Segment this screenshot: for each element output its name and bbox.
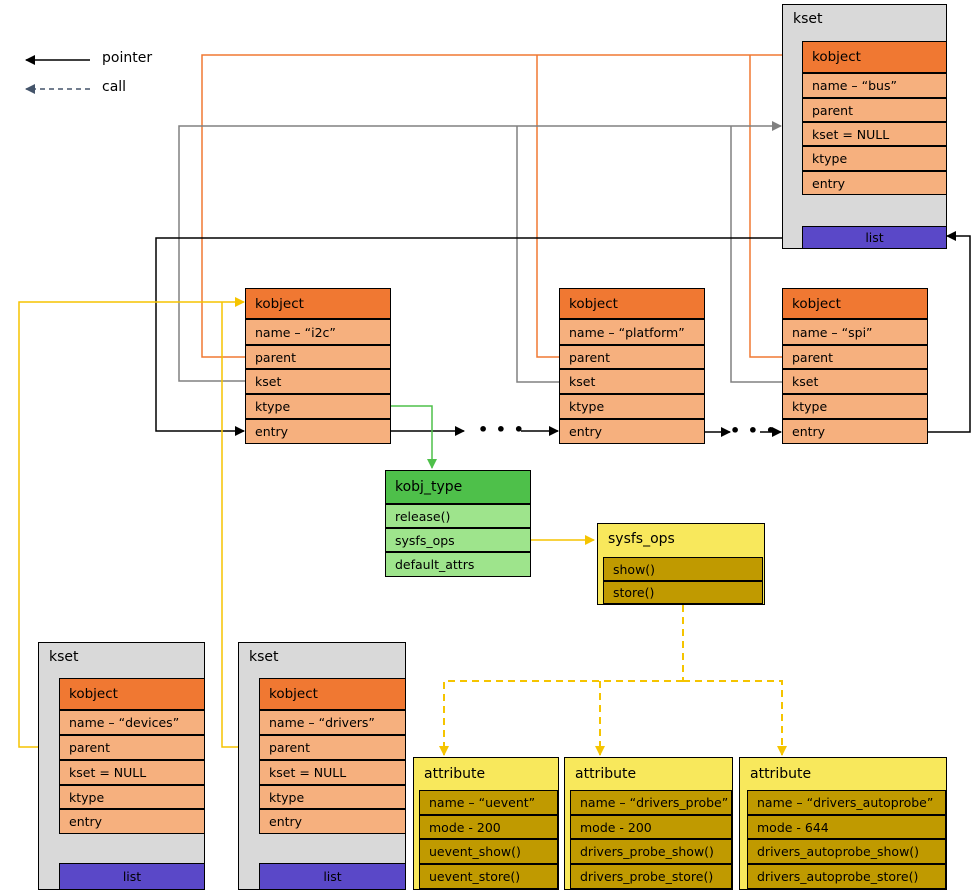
bus-list-field: list xyxy=(802,226,947,249)
i2c-field-name: name – “i2c” xyxy=(245,319,391,345)
spi-field-ktype: ktype xyxy=(782,394,928,419)
i2c-field-kset: kset xyxy=(245,369,391,394)
sysfs-ops-title: sysfs_ops xyxy=(608,531,675,547)
platform-kset-pointer xyxy=(516,126,560,383)
spi-field-entry: entry xyxy=(782,419,928,444)
drivers-field-name: name – “drivers” xyxy=(259,710,406,735)
bus-kset-title: kset xyxy=(793,11,823,27)
attribute-drivers-autoprobe-show: drivers_autoprobe_show() xyxy=(747,839,946,864)
spi-entry-to-list xyxy=(928,231,971,433)
drivers-kset-title: kset xyxy=(249,649,279,665)
ellipsis-2: • • • xyxy=(730,421,777,440)
devices-kobject-head: kobject xyxy=(59,678,205,710)
attribute-drivers-autoprobe-name: name – “drivers_autoprobe” xyxy=(747,790,946,815)
devices-field-entry: entry xyxy=(59,809,205,834)
attribute-uevent-mode: mode - 200 xyxy=(419,815,558,839)
devices-kset-title: kset xyxy=(49,649,79,665)
drivers-field-parent: parent xyxy=(259,735,406,760)
i2c-field-parent: parent xyxy=(245,345,391,369)
attribute-drivers-probe-title: attribute xyxy=(575,766,637,782)
bus-field-name: name – “bus” xyxy=(802,73,947,98)
attribute-drivers-probe-show: drivers_probe_show() xyxy=(570,839,732,864)
ellipsis-1: • • • xyxy=(478,420,525,439)
attribute-drivers-autoprobe-store: drivers_autoprobe_store() xyxy=(747,864,946,889)
platform-kobject-head: kobject xyxy=(559,288,705,319)
attribute-drivers-probe-name: name – “drivers_probe” xyxy=(570,790,732,815)
devices-field-kset: kset = NULL xyxy=(59,760,205,785)
i2c-kset-pointer xyxy=(178,121,782,382)
call-branch-autoprobe xyxy=(683,680,787,756)
spi-kobject-head: kobject xyxy=(782,288,928,319)
kobj-type-sysfs-ops: sysfs_ops xyxy=(385,528,531,552)
platform-field-parent: parent xyxy=(559,345,705,369)
spi-parent-pointer xyxy=(749,55,783,358)
drivers-field-entry: entry xyxy=(259,809,406,834)
ktype-pointer xyxy=(391,405,437,469)
attribute-uevent-store: uevent_store() xyxy=(419,864,558,889)
drivers-list-field: list xyxy=(259,863,406,890)
devices-field-name: name – “devices” xyxy=(59,710,205,735)
sysfs-ops-show: show() xyxy=(603,557,763,581)
kobj-type-release: release() xyxy=(385,504,531,528)
platform-field-kset: kset xyxy=(559,369,705,394)
platform-parent-pointer xyxy=(536,55,560,358)
bus-field-parent: parent xyxy=(802,98,947,122)
attribute-uevent-title: attribute xyxy=(424,766,486,782)
i2c-field-ktype: ktype xyxy=(245,394,391,419)
spi-field-kset: kset xyxy=(782,369,928,394)
i2c-parent-pointer xyxy=(201,50,802,358)
spi-kset-pointer xyxy=(730,126,783,383)
platform-field-entry: entry xyxy=(559,419,705,444)
bus-field-entry: entry xyxy=(802,171,947,195)
list-to-i2c-entry xyxy=(155,237,802,436)
attribute-drivers-probe-store: drivers_probe_store() xyxy=(570,864,732,889)
i2c-field-entry: entry xyxy=(245,419,391,444)
kobj-type-head: kobj_type xyxy=(385,470,531,504)
sysfs-ops-store: store() xyxy=(603,581,763,604)
call-branch-uevent xyxy=(439,680,683,756)
drivers-field-kset: kset = NULL xyxy=(259,760,406,785)
legend-pointer-label: pointer xyxy=(102,50,153,66)
attribute-drivers-autoprobe-mode: mode - 644 xyxy=(747,815,946,839)
attribute-uevent-show: uevent_show() xyxy=(419,839,558,864)
drivers-field-ktype: ktype xyxy=(259,785,406,809)
spi-field-parent: parent xyxy=(782,345,928,369)
devices-field-parent: parent xyxy=(59,735,205,760)
spi-field-name: name – “spi” xyxy=(782,319,928,345)
legend-call-label: call xyxy=(102,79,127,95)
drivers-kobject-head: kobject xyxy=(259,678,406,710)
i2c-kobject-head: kobject xyxy=(245,288,391,319)
platform-field-ktype: ktype xyxy=(559,394,705,419)
attribute-drivers-probe-mode: mode - 200 xyxy=(570,815,732,839)
attribute-drivers-autoprobe-title: attribute xyxy=(750,766,812,782)
devices-field-ktype: ktype xyxy=(59,785,205,809)
kobj-type-default-attrs: default_attrs xyxy=(385,552,531,577)
platform-field-name: name – “platform” xyxy=(559,319,705,345)
bus-field-ktype: ktype xyxy=(802,146,947,171)
devices-list-field: list xyxy=(59,863,205,890)
bus-field-kset: kset = NULL xyxy=(802,122,947,146)
attribute-uevent-name: name – “uevent” xyxy=(419,790,558,815)
bus-kobject-head: kobject xyxy=(802,41,947,73)
